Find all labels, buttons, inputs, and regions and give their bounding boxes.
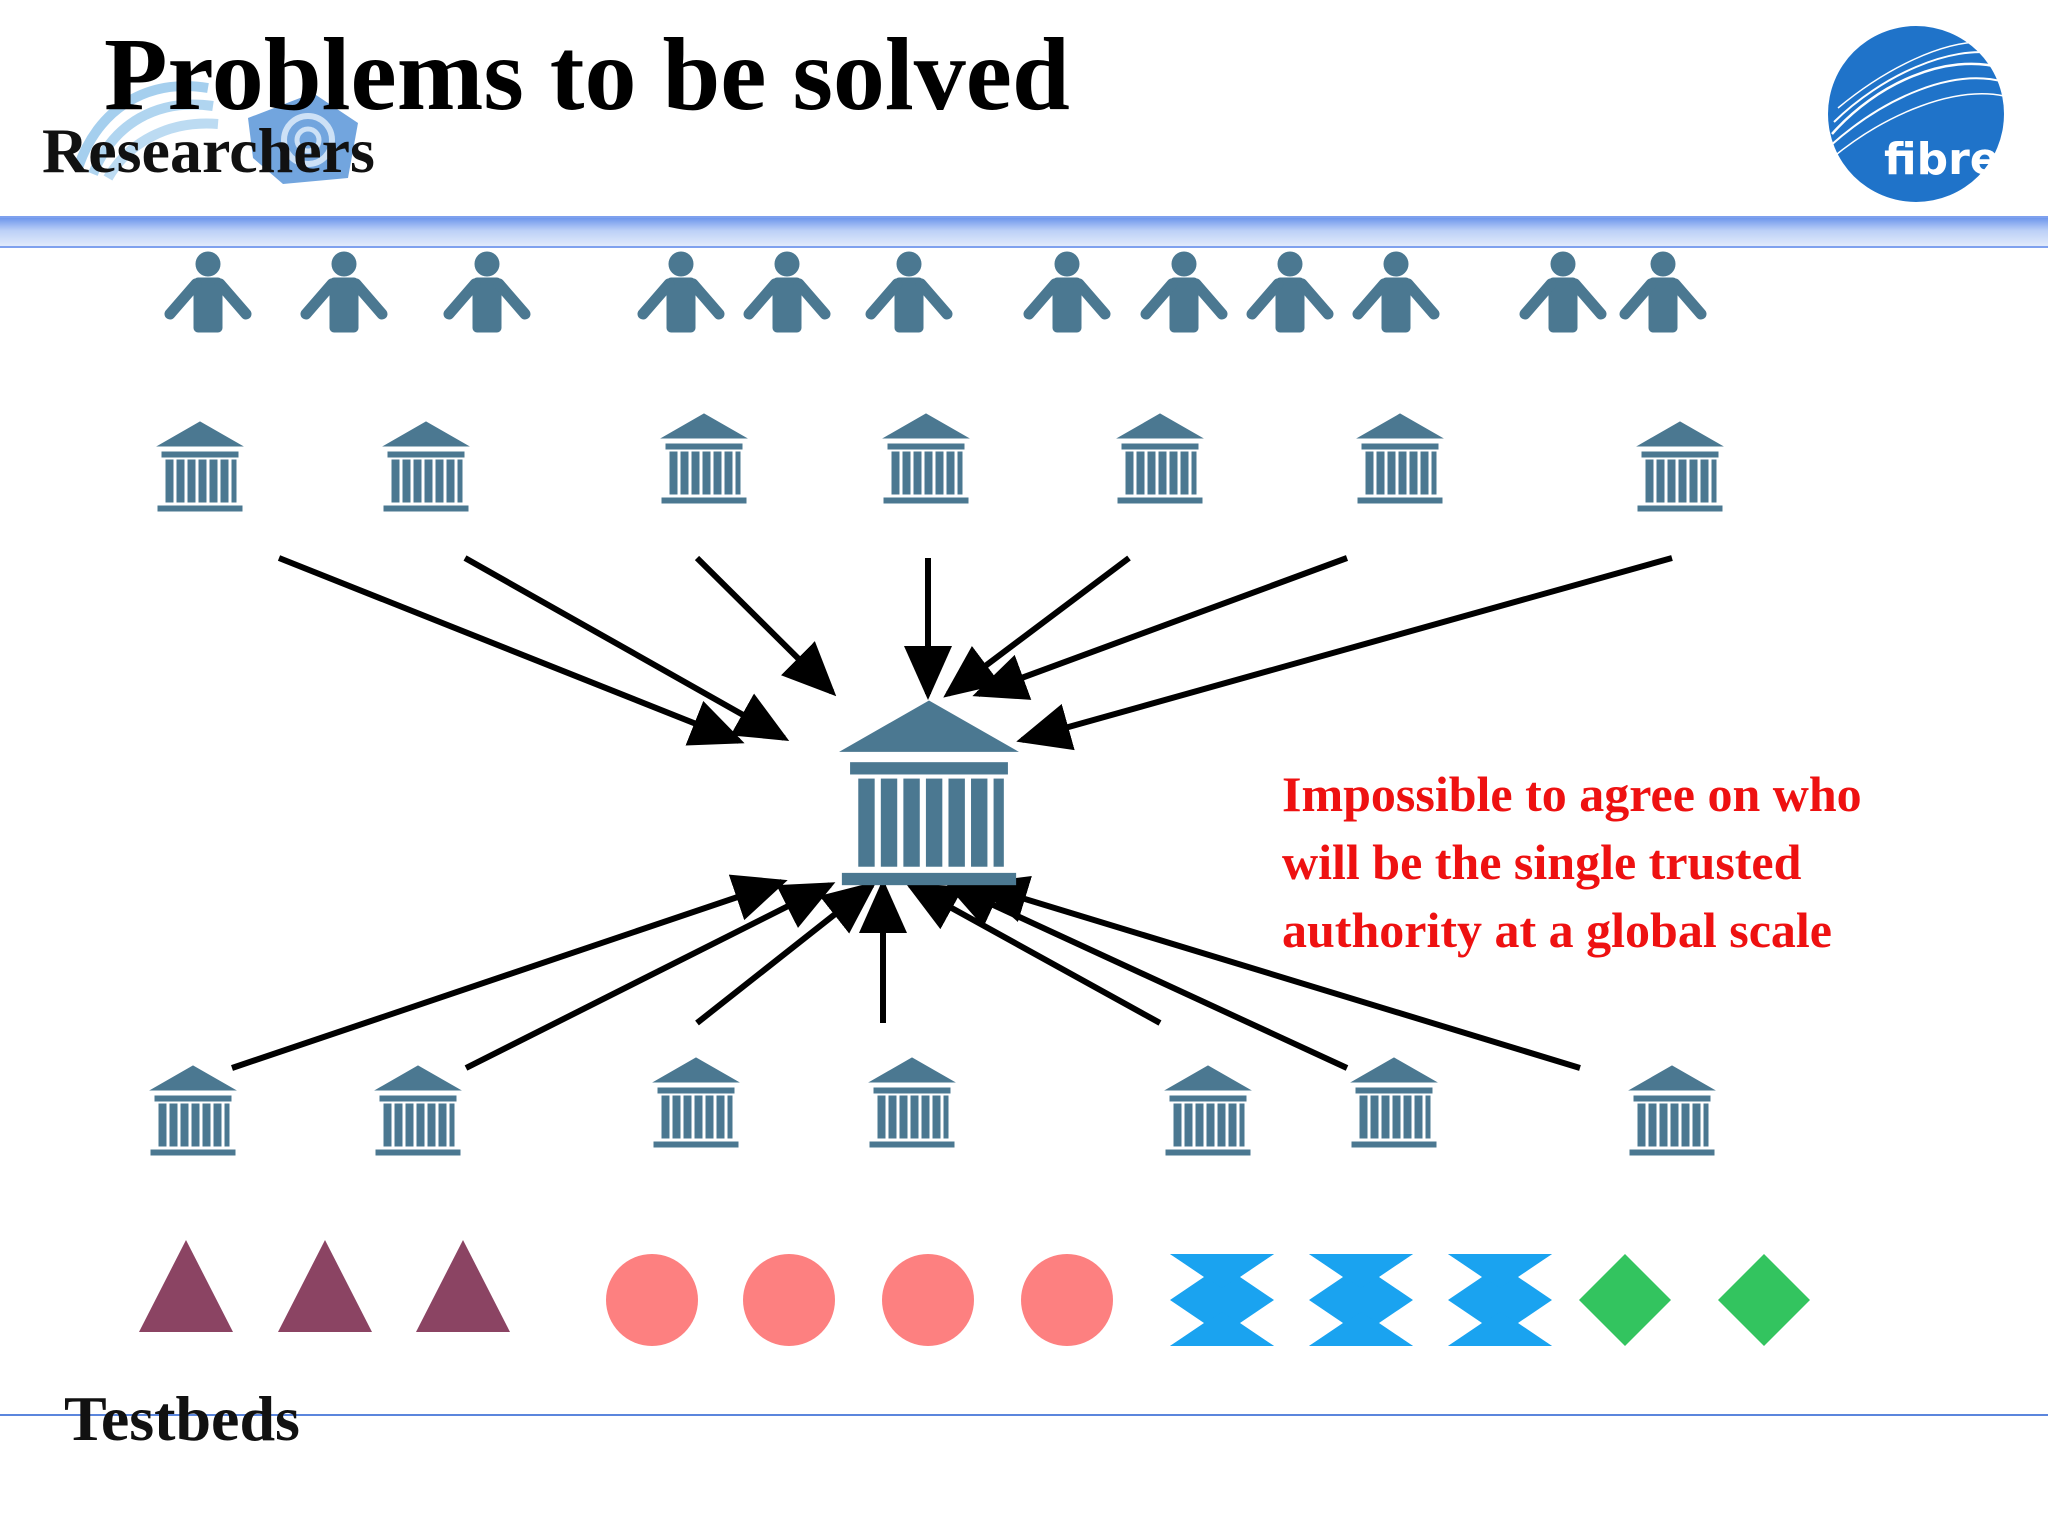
bottom-institution-row [150, 1057, 1715, 1156]
callout-text: Impossible to agree on who will be the s… [1282, 760, 2002, 964]
institution-icon [375, 1065, 461, 1156]
arrow [464, 882, 836, 1071]
testbed-circle [606, 1254, 698, 1346]
testbed-circle [1021, 1254, 1113, 1346]
person-icon [306, 252, 382, 332]
institution-icon [1165, 1065, 1251, 1156]
institution-icon [1357, 413, 1443, 504]
arrow [695, 881, 877, 1026]
arrow [277, 555, 745, 746]
central-authority [841, 700, 1017, 886]
trust-arrows [231, 555, 1673, 1071]
arrow [973, 876, 1581, 1071]
callout-line: will be the single trusted [1282, 834, 1802, 890]
testbed-hourglass [1170, 1254, 1274, 1288]
person-icon [1029, 252, 1105, 332]
institution-icon [1351, 1057, 1437, 1148]
callout-line: authority at a global scale [1282, 902, 1832, 958]
testbed-triangle [139, 1240, 233, 1332]
person-icon [1252, 252, 1328, 332]
testbed-hourglass [1170, 1254, 1274, 1346]
testbed-hourglass [1448, 1312, 1552, 1346]
arrow [904, 882, 1162, 1026]
person-icon [170, 252, 246, 332]
person-icon [749, 252, 825, 332]
person-icon [871, 252, 947, 332]
arrow [1016, 555, 1673, 751]
researchers-label: Researchers [42, 115, 375, 186]
institution-icon [150, 1065, 236, 1156]
header-band [0, 216, 2048, 248]
person-icon [1625, 252, 1701, 332]
testbed-hourglass [1448, 1254, 1552, 1346]
person-icon [1146, 252, 1222, 332]
testbed-diamond [1579, 1254, 1671, 1346]
fibre-logo-text: fibre [1884, 134, 2000, 185]
person-icon [449, 252, 525, 332]
institution-icon [1117, 413, 1203, 504]
arrow [694, 555, 837, 697]
testbed-triangle [278, 1240, 372, 1332]
arrow [972, 555, 1349, 700]
project-logo-icon [73, 81, 358, 184]
institution-icon [157, 421, 243, 512]
testbed-diamond [1718, 1254, 1810, 1346]
top-institution-row [157, 413, 1723, 512]
person-icon [1525, 252, 1601, 332]
institution-icon [869, 1057, 955, 1148]
testbed-hourglass [1170, 1312, 1274, 1346]
institution-icon [1637, 421, 1723, 512]
institution-icon [1629, 1065, 1715, 1156]
institution-icon [383, 421, 469, 512]
arrow [231, 874, 788, 1071]
slide-title: Problems to be solved [104, 17, 1070, 132]
person-icon [643, 252, 719, 332]
testbed-hourglass [1309, 1254, 1413, 1346]
footer-line [0, 1414, 2048, 1416]
testbed-circle [743, 1254, 835, 1346]
testbed-shape-row [139, 1240, 1810, 1346]
institution-icon [653, 1057, 739, 1148]
institution-icon [661, 413, 747, 504]
institution-icon [883, 413, 969, 504]
testbed-hourglass [1309, 1312, 1413, 1346]
person-icon [1358, 252, 1434, 332]
testbed-hourglass [1448, 1254, 1552, 1288]
testbed-hourglass [1309, 1254, 1413, 1288]
arrow [463, 555, 790, 741]
testbed-triangle [416, 1240, 510, 1332]
fibre-logo-icon: fibre [1828, 26, 2005, 202]
institution-icon [841, 700, 1017, 886]
testbed-circle [882, 1254, 974, 1346]
researcher-row [170, 252, 1701, 332]
testbeds-label: Testbeds [64, 1383, 300, 1454]
callout-line: Impossible to agree on who [1282, 766, 1862, 822]
